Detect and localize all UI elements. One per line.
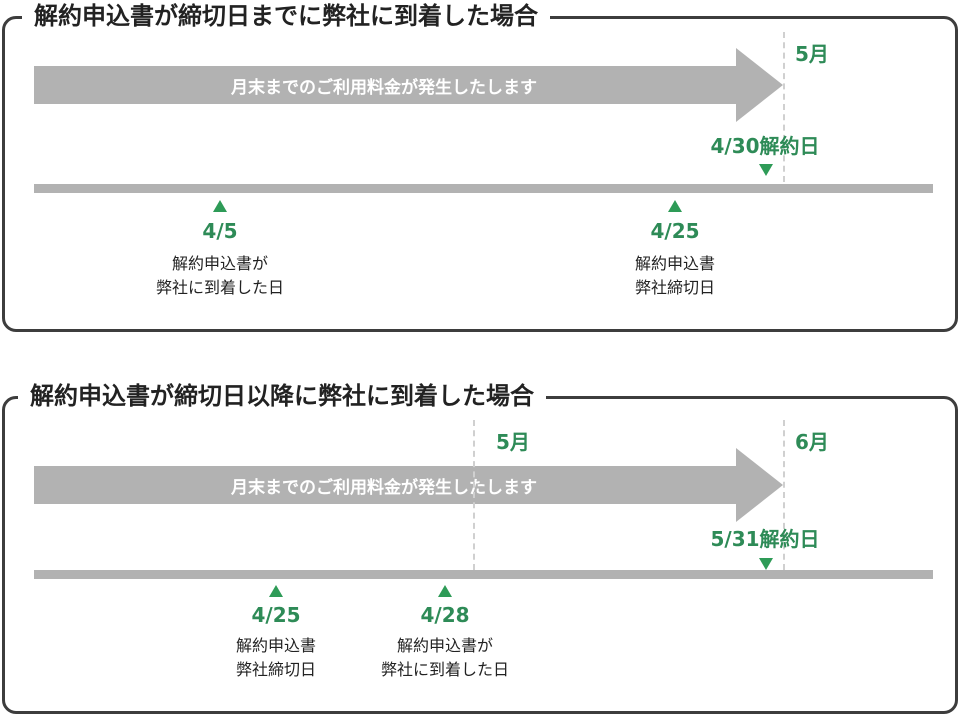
month-boundary-line-1 [473, 420, 475, 570]
marker-arrival-triangle [213, 200, 227, 212]
marker-arrival-note: 解約申込書が 弊社に到着した日 [345, 634, 545, 682]
marker-arrival-triangle [438, 585, 452, 597]
billing-arrow-label: 月末までのご利用料金が発生したします [231, 478, 537, 498]
billing-arrow [34, 448, 783, 522]
marker-arrival-date: 4/5 [202, 219, 238, 243]
month-label-1: 5月 [496, 430, 530, 454]
timeline-bar [34, 184, 933, 193]
cancel-date-marker [759, 558, 773, 570]
note-line: 解約申込書 [235, 636, 316, 655]
marker-deadline-note: 解約申込書 弊社締切日 [176, 634, 376, 682]
month-label-2: 6月 [795, 430, 829, 454]
marker-deadline-triangle [668, 200, 682, 212]
note-line: 解約申込書が [396, 636, 493, 655]
timeline-bar [34, 570, 933, 579]
billing-arrow [34, 48, 783, 122]
cancel-date-marker [759, 164, 773, 176]
note-line: 弊社に到着した日 [380, 660, 509, 679]
marker-deadline-triangle [269, 585, 283, 597]
cancel-date-label: 4/30解約日 [710, 134, 820, 158]
note-line: 解約申込書 [634, 254, 715, 273]
note-line: 解約申込書が [171, 254, 268, 273]
month-label: 5月 [795, 42, 829, 66]
note-line: 弊社に到着した日 [155, 278, 284, 297]
marker-deadline-date: 4/25 [650, 219, 700, 243]
panel-title: 解約申込書が締切日までに弊社に到着した場合 [22, 0, 550, 32]
panel-after-deadline: 解約申込書が締切日以降に弊社に到着した場合 月末までのご利用料金が発生したします… [0, 380, 962, 714]
month-boundary-line [783, 32, 785, 182]
marker-arrival-date: 4/28 [420, 603, 470, 627]
cancel-date-label: 5/31解約日 [710, 527, 820, 551]
note-line: 弊社締切日 [634, 278, 715, 297]
marker-deadline-date: 4/25 [251, 603, 301, 627]
billing-arrow-label: 月末までのご利用料金が発生したします [231, 78, 537, 98]
month-boundary-line-2 [783, 420, 785, 570]
marker-arrival-note: 解約申込書が 弊社に到着した日 [120, 252, 320, 300]
note-line: 弊社締切日 [235, 660, 316, 679]
panel-before-deadline: 解約申込書が締切日までに弊社に到着した場合 月末までのご利用料金が発生したします… [0, 0, 962, 340]
marker-deadline-note: 解約申込書 弊社締切日 [575, 252, 775, 300]
panel-title: 解約申込書が締切日以降に弊社に到着した場合 [18, 380, 546, 412]
